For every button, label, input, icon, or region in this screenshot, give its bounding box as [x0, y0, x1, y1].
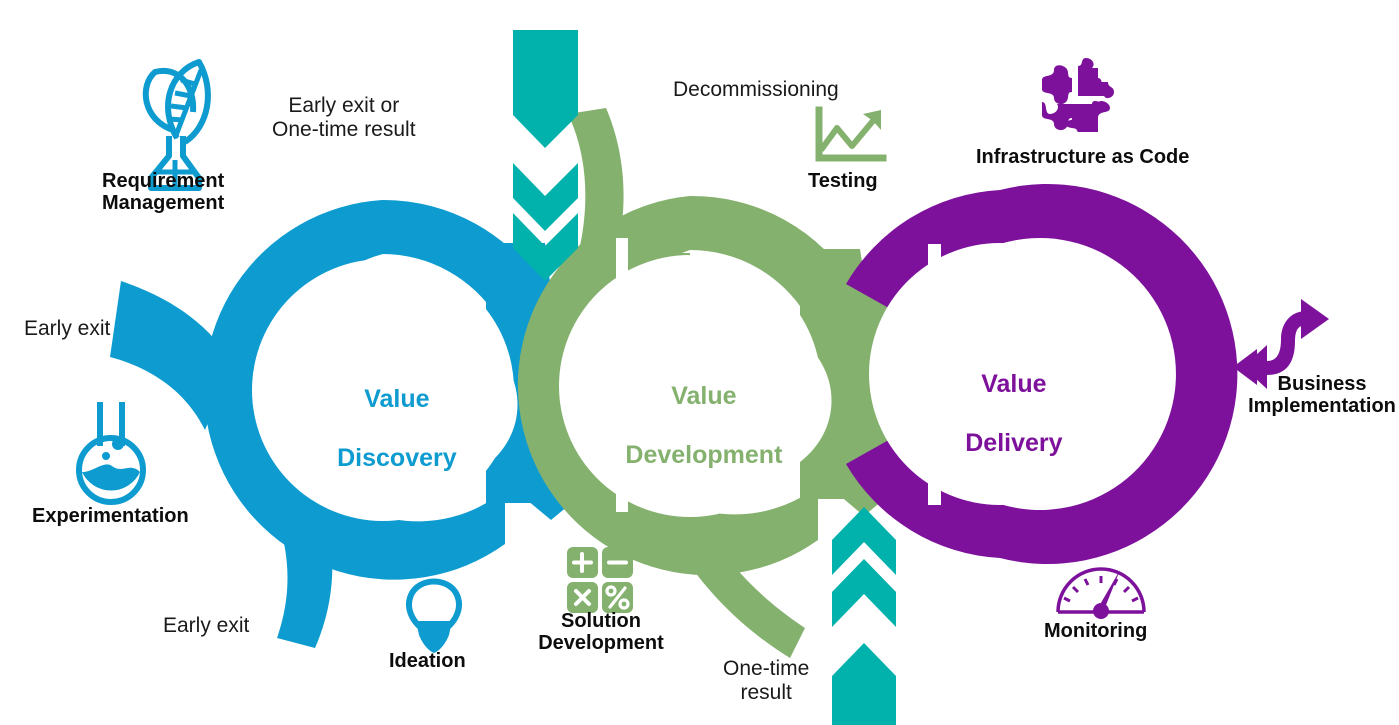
value-delivery-line2: Delivery: [965, 428, 1063, 457]
practice-label-monitoring: Monitoring: [1044, 620, 1148, 642]
value-discovery-bottom-exit-tail: [277, 506, 333, 648]
teal-up-chevron-2: [832, 559, 896, 627]
flow-label-early-exit-or-one-time-result: Early exit or One-time result: [272, 94, 416, 141]
lightbulb-icon: [406, 578, 462, 653]
line-chart-icon: [815, 106, 887, 162]
teal-down-arrow-solid: [513, 30, 578, 148]
practice-label-ideation: Ideation: [389, 650, 466, 672]
value-delivery-upper-left-arm: [846, 190, 1000, 311]
value-delivery-ring: [1000, 184, 1238, 565]
value-development-label: Value Development: [585, 352, 795, 500]
value-development-hub: [559, 255, 821, 517]
practice-label-requirement-management: Requirement Management: [102, 170, 225, 215]
value-development-ring: [517, 196, 818, 576]
lab-flask-icon: [76, 402, 146, 505]
value-discovery-hub: [252, 259, 514, 521]
puzzle-icon: [1042, 58, 1114, 132]
flow-label-one-time-result: One-time result: [723, 657, 810, 704]
value-delivery-line1: Value: [981, 369, 1047, 398]
practice-label-business-implementation: Business Implementation: [1248, 373, 1396, 418]
top-teal-inflow-arrows: [513, 30, 578, 281]
teal-down-chevron-1: [513, 163, 578, 231]
white-separators: [252, 238, 1131, 521]
value-discovery-line1: Value: [364, 384, 430, 413]
value-discovery-ring: [204, 200, 506, 580]
bottom-teal-outflow-arrows: [832, 507, 896, 725]
practice-label-testing: Testing: [808, 170, 878, 192]
flow-label-early-exit-bottom: Early exit: [163, 614, 250, 637]
value-development-line2: Development: [625, 440, 783, 469]
calculator-icon: [567, 547, 633, 613]
value-delivery-hub: [869, 243, 1131, 505]
teal-down-chevron-2: [513, 213, 578, 281]
flow-label-early-exit-left: Early exit: [24, 317, 111, 340]
gauge-icon: [1056, 567, 1146, 619]
teal-up-chevron-1: [832, 507, 896, 575]
value-discovery-left-inflow-tail: [110, 281, 233, 430]
value-delivery-label: Value Delivery: [900, 340, 1100, 488]
flow-label-decommissioning: Decommissioning: [673, 78, 839, 101]
transform-arrows-icon: [1233, 299, 1329, 389]
practice-label-infrastructure-as-code: Infrastructure as Code: [976, 146, 1190, 168]
value-discovery-line2: Discovery: [337, 443, 457, 472]
value-development-bottom-outflow-tail: [676, 520, 805, 658]
value-development-top-inflow-tail: [568, 108, 624, 255]
value-discovery-label: Value Discovery: [283, 355, 483, 503]
teal-up-arrow-solid: [832, 643, 896, 725]
value-delivery-lower-left-arm: [846, 437, 1000, 558]
leaf-flask-icon: [142, 59, 211, 191]
practice-label-experimentation: Experimentation: [32, 505, 189, 527]
value-development-line1: Value: [671, 381, 737, 410]
practice-label-solution-development: Solution Development: [538, 610, 664, 655]
